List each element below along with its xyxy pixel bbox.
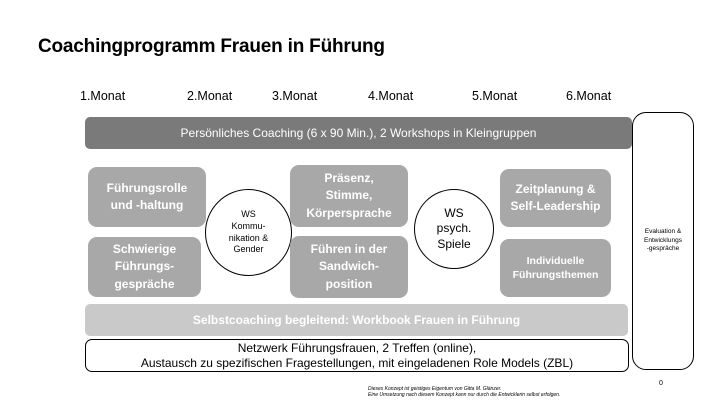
month-3-label: 3.Monat [272, 89, 318, 103]
box-schwierige-gespraeche: Schwierige Führungs- gespräche [88, 237, 201, 297]
circle-ws-psych-spiele: WS psych. Spiele [414, 189, 494, 269]
box-zeitplanung: Zeitplanung & Self-Leadership [500, 169, 611, 227]
circle-ws-kommunikation: WS Kommu- nikation & Gender [205, 189, 292, 276]
evaluation-box: Evaluation & Entwicklungs -gespräche [632, 112, 694, 370]
box-praesenz: Präsenz, Stimme, Körpersprache [290, 165, 408, 227]
box-fuehrungsrolle: Führungsrolle und -haltung [88, 167, 206, 227]
coaching-bar: Persönliches Coaching (6 x 90 Min.), 2 W… [85, 117, 632, 149]
month-6-label: 6.Monat [566, 89, 612, 103]
copyright-footnote: Dieses Konzept ist geistiges Eigentum vo… [368, 386, 561, 399]
month-4-label: 4.Monat [368, 89, 414, 103]
month-5-label: 5.Monat [472, 89, 518, 103]
netzwerk-box: Netzwerk Führungsfrauen, 2 Treffen (onli… [85, 339, 629, 372]
page-number: 0 [659, 380, 663, 387]
month-2-label: 2.Monat [187, 89, 233, 103]
selbstcoaching-bar: Selbstcoaching begleitend: Workbook Frau… [85, 304, 628, 336]
slide-title: Coachingprogramm Frauen in Führung [38, 36, 385, 57]
box-sandwich: Führen in der Sandwich- position [290, 236, 408, 298]
month-1-label: 1.Monat [80, 89, 126, 103]
evaluation-label: Evaluation & Entwicklungs -gespräche [644, 228, 682, 253]
box-individuelle-themen: Individuelle Führungsthemen [500, 239, 611, 297]
